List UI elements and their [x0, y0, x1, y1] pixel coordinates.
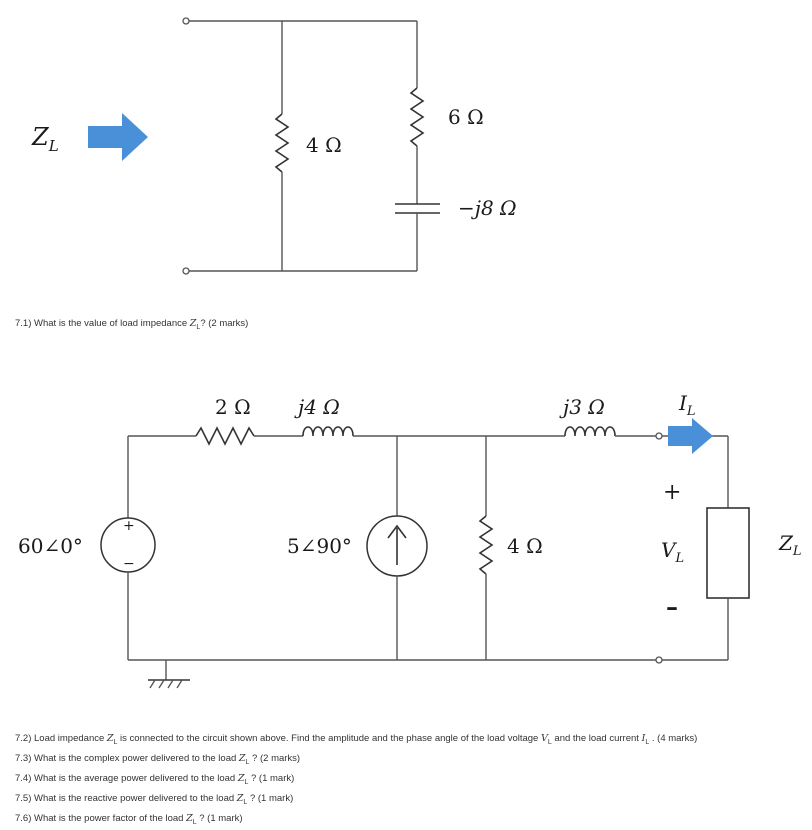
output-terminal-top	[655, 432, 663, 440]
output-terminal-bottom	[655, 656, 663, 664]
question-7-1: 7.1) What is the value of load impedance…	[15, 318, 249, 331]
resistor-6ohm-label: 6 Ω	[448, 105, 484, 129]
resistor-4ohm-shunt-label: 4 Ω	[507, 534, 543, 558]
resistor-2ohm-label: 2 Ω	[215, 395, 251, 419]
inductor-j3	[564, 426, 616, 437]
voltage-source-label: 60∠0°	[18, 534, 83, 558]
zl-label: ZL	[31, 123, 59, 155]
arrow-right-icon	[88, 113, 148, 161]
inductor-j4	[302, 426, 354, 437]
question-7-6: 7.6) What is the power factor of the loa…	[15, 813, 243, 826]
voltage-source-minus: −	[123, 556, 135, 572]
capacitor-label: −j8 Ω	[458, 196, 517, 220]
inductor-j4-label: j4 Ω	[294, 395, 340, 419]
terminal-top	[182, 17, 190, 25]
resistor-4ohm-label: 4 Ω	[306, 133, 342, 157]
terminal-bottom	[182, 267, 190, 275]
resistor-6ohm	[409, 87, 425, 147]
question-7-2: 7.2) Load impedance ZL is connected to t…	[15, 733, 698, 746]
inductor-j3-label: j3 Ω	[559, 395, 605, 419]
load-impedance-box	[706, 507, 750, 599]
source-circuit: + − 60∠0° 2 Ω j4 Ω 5∠90° 4 Ω j3	[18, 391, 802, 689]
resistor-4ohm-shunt	[478, 515, 494, 575]
question-7-4: 7.4) What is the average power delivered…	[15, 773, 295, 786]
current-arrow-icon	[668, 418, 713, 454]
voltage-source-plus: +	[123, 518, 135, 534]
vl-minus: –	[666, 592, 678, 621]
resistor-4ohm	[274, 113, 290, 173]
load-impedance-circuit: ZL 4 Ω 6 Ω −j8 Ω	[31, 17, 517, 275]
vl-label: VL	[661, 538, 684, 566]
il-label: IL	[678, 391, 696, 419]
question-7-3: 7.3) What is the complex power delivered…	[15, 753, 301, 766]
zl-load-label: ZL	[778, 531, 802, 559]
vl-plus: +	[663, 480, 681, 505]
question-7-5: 7.5) What is the reactive power delivere…	[15, 793, 294, 806]
current-source-label: 5∠90°	[287, 534, 352, 558]
resistor-2ohm	[195, 426, 255, 446]
